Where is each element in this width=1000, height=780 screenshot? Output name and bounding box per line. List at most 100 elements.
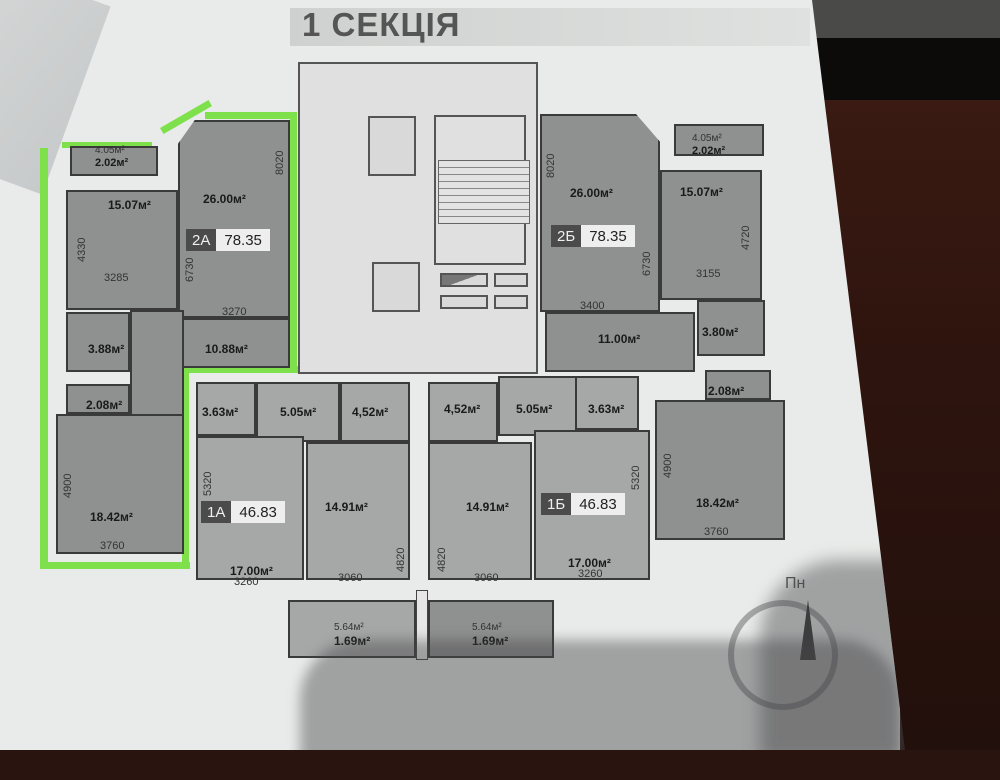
apt-1a-dim-3260: 3260 <box>234 576 259 588</box>
apt-2b-total-area: 78.35 <box>581 225 635 247</box>
apt-2a-bedroom-area: 18.42м² <box>90 510 133 524</box>
apt-2a-dim-3285: 3285 <box>104 272 129 284</box>
apt-1b-bath-area: 4,52м² <box>444 402 481 416</box>
apt-2a-hall[interactable] <box>178 318 290 368</box>
apt-1a-kitchen[interactable] <box>306 442 410 580</box>
apt-1a-dim-4820: 4820 <box>395 547 407 572</box>
apt-1b-code: 1Б <box>541 493 572 515</box>
apt-2a-highlight-right-low <box>182 370 189 568</box>
apt-2a-highlight-bottom <box>40 562 190 569</box>
apt-1a-code: 1А <box>201 501 232 523</box>
apt-1a-bath-area: 4,52м² <box>352 405 389 419</box>
apt-2b-bath-area: 3.80м² <box>702 325 739 339</box>
apt-1a-kitchen-area: 14.91м² <box>325 500 368 514</box>
apt-2b-living-room[interactable] <box>540 114 660 312</box>
apt-2a-balcony[interactable] <box>70 146 158 176</box>
apt-2b-bathroom[interactable] <box>697 300 765 356</box>
apt-1b-loggia-area: 1.69м² <box>472 634 509 648</box>
apt-2a-total-area: 78.35 <box>216 229 270 251</box>
background-dark-surface <box>800 0 1000 45</box>
apt-1b-dim-3260: 3260 <box>578 568 603 580</box>
apt-2b-badge[interactable]: 2Б 78.35 <box>551 225 635 247</box>
apt-2a-badge[interactable]: 2А 78.35 <box>186 229 270 251</box>
apt-2b-dim-8020: 8020 <box>545 153 557 178</box>
apt-2a-bathroom[interactable] <box>66 312 130 372</box>
apt-2a-living-area: 26.00м² <box>203 192 246 206</box>
apt-1b-dim-4820: 4820 <box>436 547 448 572</box>
apt-2b-living-area: 26.00м² <box>570 186 613 200</box>
apt-1a-loggia[interactable] <box>288 600 416 658</box>
apt-2b-dim-4900: 4900 <box>662 453 674 478</box>
apt-2b-wc[interactable] <box>705 370 771 400</box>
ventilation-shaft-icon <box>440 273 488 287</box>
apt-2b-dim-3400: 3400 <box>580 300 605 312</box>
apt-2b-kitchen-area: 15.07м² <box>680 185 723 199</box>
apt-2a-bath-area: 3.88м² <box>88 342 125 356</box>
background-shadow-band <box>810 38 1000 108</box>
apt-2a-dim-3270: 3270 <box>222 306 247 318</box>
apt-2b-dim-3760: 3760 <box>704 526 729 538</box>
apt-2b-kitchen[interactable] <box>660 170 762 300</box>
photo-shadow <box>300 640 900 750</box>
apt-1b-loggia[interactable] <box>428 600 554 658</box>
apt-1b-storage-area: 3.63м² <box>588 402 625 416</box>
apt-2a-highlight-top <box>205 112 297 119</box>
ventilation-shaft-icon-3 <box>440 295 488 309</box>
apt-2a-balcony-area: 2.02м² <box>95 157 129 169</box>
apt-1a-bathroom[interactable] <box>340 382 410 442</box>
apt-1b-loggia-gross-area: 5.64м² <box>472 622 502 633</box>
apt-1a-living-area: 17.00м² <box>230 564 273 578</box>
title-band <box>290 8 810 46</box>
apt-2b-balcony-gross-area: 4.05м² <box>692 133 722 144</box>
apt-2a-bedroom[interactable] <box>56 414 184 554</box>
apt-1b-badge[interactable]: 1Б 46.83 <box>541 493 625 515</box>
stairs-icon <box>438 160 530 224</box>
apt-2a-highlight-balcony <box>62 142 152 148</box>
page-title: 1 СЕКЦІЯ <box>302 6 461 43</box>
floor-plan-sheet: 1 СЕКЦІЯ 4.05м² 2.02м² 15.07м² 4330 3285… <box>0 0 905 750</box>
compass-label: Пн <box>785 575 806 592</box>
apt-1a-dim-3060: 3060 <box>338 572 363 584</box>
ventilation-shaft-icon-2 <box>494 273 528 287</box>
ventilation-shaft-icon-4 <box>494 295 528 309</box>
apt-1a-storage-area: 3.63м² <box>202 405 239 419</box>
apt-1a-loggia-area: 1.69м² <box>334 634 371 648</box>
apt-2b-balcony[interactable] <box>674 124 764 156</box>
apt-1a-total-area: 46.83 <box>231 501 285 523</box>
apt-2a-dim-3760: 3760 <box>100 540 125 552</box>
apt-1b-living-area: 17.00м² <box>568 556 611 570</box>
apt-2b-hall[interactable] <box>545 312 695 372</box>
apt-1a-badge[interactable]: 1А 46.83 <box>201 501 285 523</box>
apt-2b-wc-area: 2.08м² <box>708 384 745 398</box>
apt-1a-storage[interactable] <box>196 382 256 436</box>
apt-1b-dim-3060: 3060 <box>474 572 499 584</box>
apt-1b-bathroom[interactable] <box>428 382 498 442</box>
apt-2a-dim-4330: 4330 <box>76 237 88 262</box>
elevator-icon-2 <box>372 262 420 312</box>
apt-1a-dim-5320: 5320 <box>202 471 214 496</box>
apt-2b-bedroom[interactable] <box>655 400 785 540</box>
apt-2a-wc[interactable] <box>66 384 130 414</box>
apt-2a-dim-4900: 4900 <box>62 473 74 498</box>
photo-shadow-right <box>760 560 905 750</box>
apt-2a-wc-area: 2.08м² <box>86 398 123 412</box>
elevator-icon <box>368 116 416 176</box>
apt-1a-hall-area: 5.05м² <box>280 405 317 419</box>
apt-1b-kitchen[interactable] <box>428 442 532 580</box>
apt-2a-kitchen[interactable] <box>66 190 178 310</box>
apt-2a-hall-area: 10.88м² <box>205 342 248 356</box>
apt-1b-storage[interactable] <box>575 376 639 430</box>
apt-2a-corridor[interactable] <box>130 310 184 420</box>
apt-1b-dim-5320: 5320 <box>630 465 642 490</box>
apt-2b-dim-4720: 4720 <box>740 225 752 250</box>
apt-2b-hall-area: 11.00м² <box>598 332 641 346</box>
apt-2a-dim-6730: 6730 <box>184 257 196 282</box>
apt-2a-living-room[interactable] <box>178 120 290 318</box>
apt-2a-code: 2А <box>186 229 217 251</box>
apt-2a-kitchen-area: 15.07м² <box>108 198 151 212</box>
apt-2b-code: 2Б <box>551 225 582 247</box>
apt-1b-kitchen-area: 14.91м² <box>466 500 509 514</box>
apt-2b-bedroom-area: 18.42м² <box>696 496 739 510</box>
compass-icon <box>728 600 838 710</box>
apt-2a-highlight-step <box>182 366 302 373</box>
